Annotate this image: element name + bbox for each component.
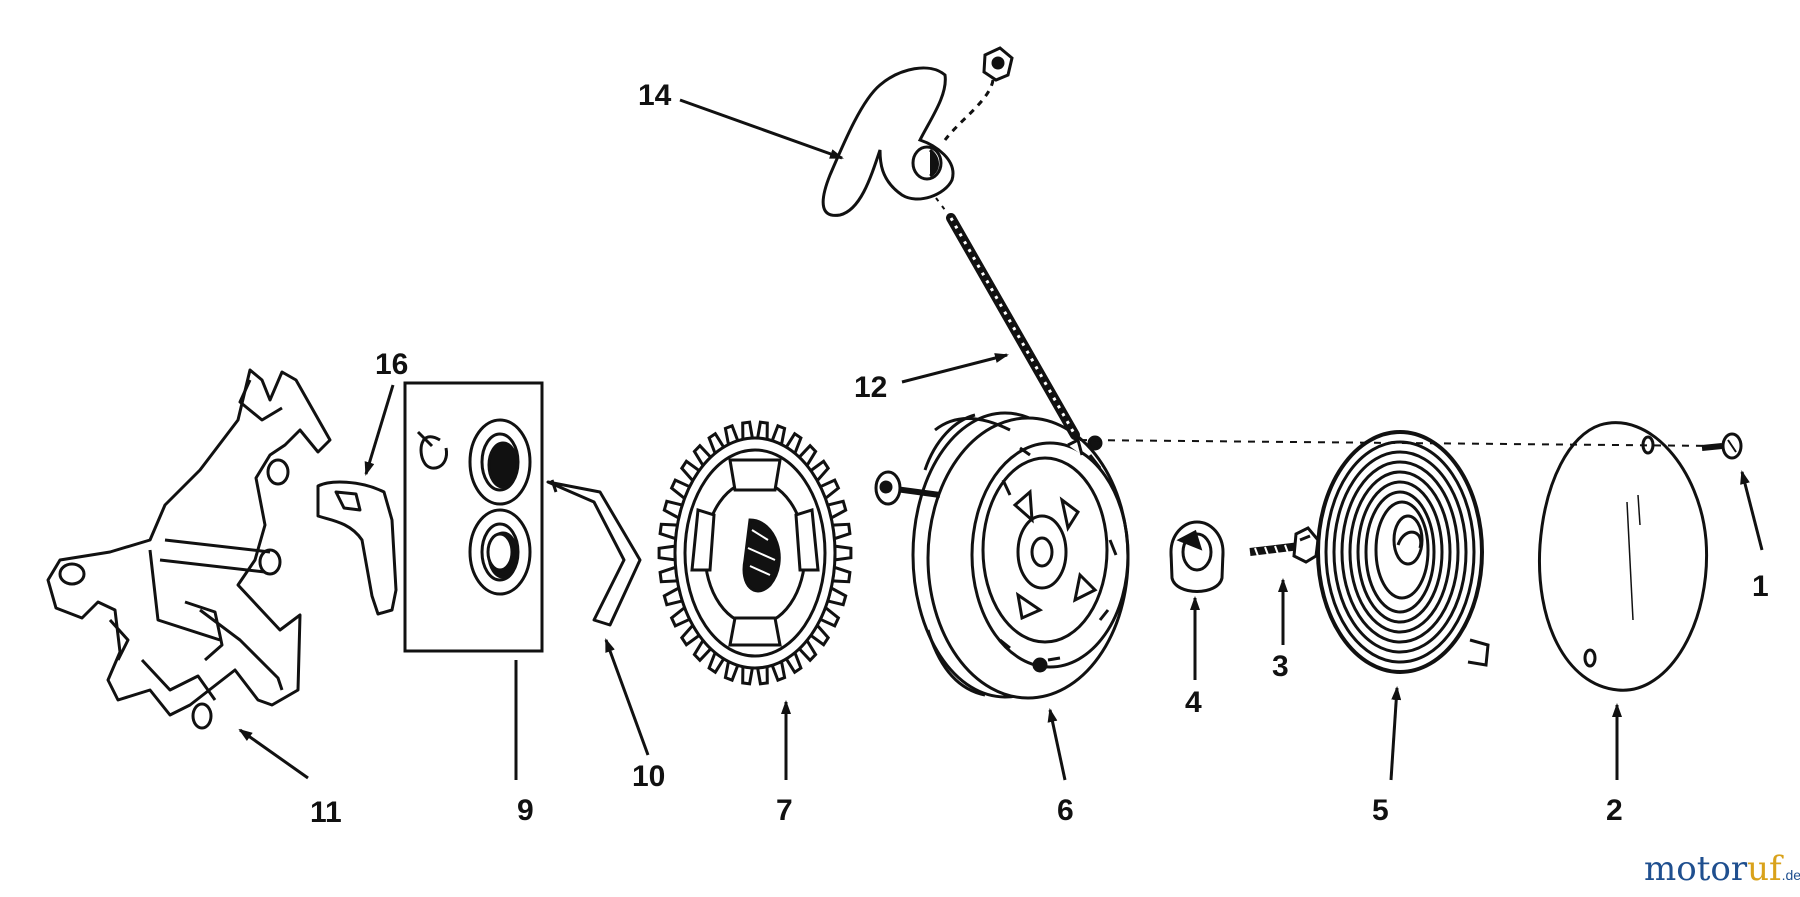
label-11: 11 [310, 796, 342, 829]
bushing-part [1169, 520, 1225, 593]
svg-text:motoruf.de: motoruf.de [1644, 849, 1800, 889]
arrow-12 [901, 353, 1009, 384]
label-7: 7 [776, 794, 793, 827]
pulley-bolt-part [874, 470, 941, 506]
arrow-5 [1389, 686, 1402, 781]
control-bracket-part [46, 368, 332, 730]
screw-part [1249, 526, 1320, 564]
gasket-plate-part [403, 381, 544, 653]
arrow-11 [238, 728, 309, 780]
label-3: 3 [1272, 650, 1289, 683]
part-number-labels: 1 2 3 4 5 6 7 9 10 11 12 14 16 [310, 79, 1769, 829]
label-9: 9 [517, 794, 534, 827]
label-6: 6 [1057, 794, 1074, 827]
arrow-14 [679, 98, 844, 160]
leader-arrows [238, 98, 1764, 781]
arrow-10 [604, 638, 650, 756]
arrow-6 [1047, 708, 1067, 781]
gear-tooth [833, 544, 853, 562]
label-5: 5 [1372, 794, 1389, 827]
label-10: 10 [632, 760, 665, 793]
label-12: 12 [854, 371, 887, 404]
alignment-dashed-line [1079, 439, 1721, 447]
wire-spring-part [546, 479, 642, 627]
gear-tooth [657, 544, 677, 562]
arrow-16 [364, 384, 395, 476]
starter-rope-part [929, 189, 1080, 440]
brake-shoe-part [316, 480, 398, 616]
label-16: 16 [375, 348, 408, 381]
ratchet-gear-part [657, 420, 853, 686]
label-1: 1 [1752, 570, 1769, 603]
starter-handle-part [821, 66, 955, 217]
recoil-spring-part [1316, 430, 1490, 674]
cover-plate-part [1537, 421, 1709, 692]
rope-retainer-part [943, 46, 1014, 141]
watermark-motor: motor [1644, 849, 1748, 889]
arrow-1 [1740, 470, 1764, 551]
watermark-uf: uf [1747, 849, 1784, 889]
label-14: 14 [638, 79, 672, 112]
pulley-part [911, 411, 1130, 700]
watermark-suffix: .de [1782, 867, 1800, 883]
label-2: 2 [1606, 794, 1623, 827]
label-4: 4 [1185, 686, 1202, 719]
motoruf-watermark: motoruf.de [1644, 849, 1800, 889]
cover-screw-part [1701, 432, 1743, 460]
